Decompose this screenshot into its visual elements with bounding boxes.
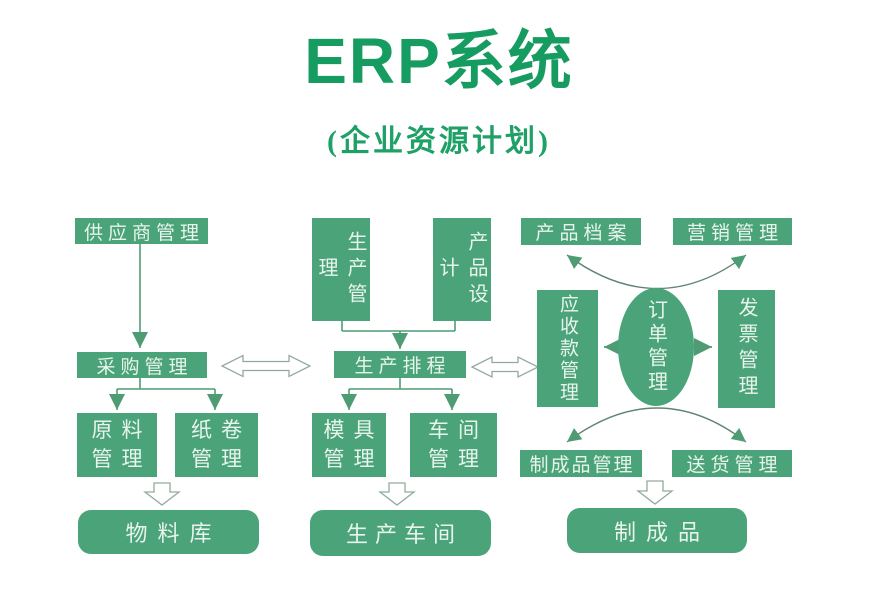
node-material-warehouse: 物料库 (78, 510, 259, 554)
edge-order-to-finished-delivery (566, 407, 747, 443)
node-production-scheduling: 生产排程 (334, 351, 466, 378)
edge-design-to-scheduling (341, 321, 456, 349)
hollow-arrow-to-production-workshop (378, 482, 416, 506)
node-receivables-management: 应收款管理 (537, 290, 598, 407)
node-production-workshop: 生产车间 (310, 510, 491, 556)
node-paper-roll-management: 纸卷 管理 (175, 413, 258, 477)
hollow-arrow-to-finished-goods (636, 480, 674, 505)
node-marketing-management: 营销管理 (673, 218, 792, 245)
edge-scheduling-to-shops (341, 378, 460, 410)
hollow-arrow-purchasing-scheduling (220, 354, 312, 378)
node-delivery-management: 送货管理 (672, 450, 792, 477)
node-mold-management: 模具 管理 (312, 413, 386, 477)
edge-purchasing-to-materials (109, 378, 223, 410)
node-order-management: 订单管理 (618, 288, 694, 406)
page-title: ERP系统 (304, 25, 574, 97)
node-invoice-management: 发票管理 (718, 290, 775, 408)
hollow-arrow-scheduling-receivables (470, 355, 540, 379)
node-raw-material-management: 原料 管理 (77, 413, 157, 477)
node-product-archive: 产品档案 (521, 218, 641, 245)
page-subtitle: (企业资源计划) (327, 125, 551, 158)
node-finished-goods-management: 制成品管理 (520, 450, 642, 477)
edge-order-to-archive-marketing (566, 254, 747, 290)
node-purchasing-management: 采购管理 (77, 352, 207, 378)
node-workshop-management: 车间 管理 (410, 413, 497, 477)
hollow-arrow-to-material-warehouse (143, 482, 181, 506)
node-product-design: 产品设计 (433, 218, 491, 321)
node-supplier-management: 供应商管理 (75, 218, 208, 244)
node-finished-goods: 制成品 (567, 508, 747, 553)
node-production-management: 生产管理 (312, 218, 370, 321)
